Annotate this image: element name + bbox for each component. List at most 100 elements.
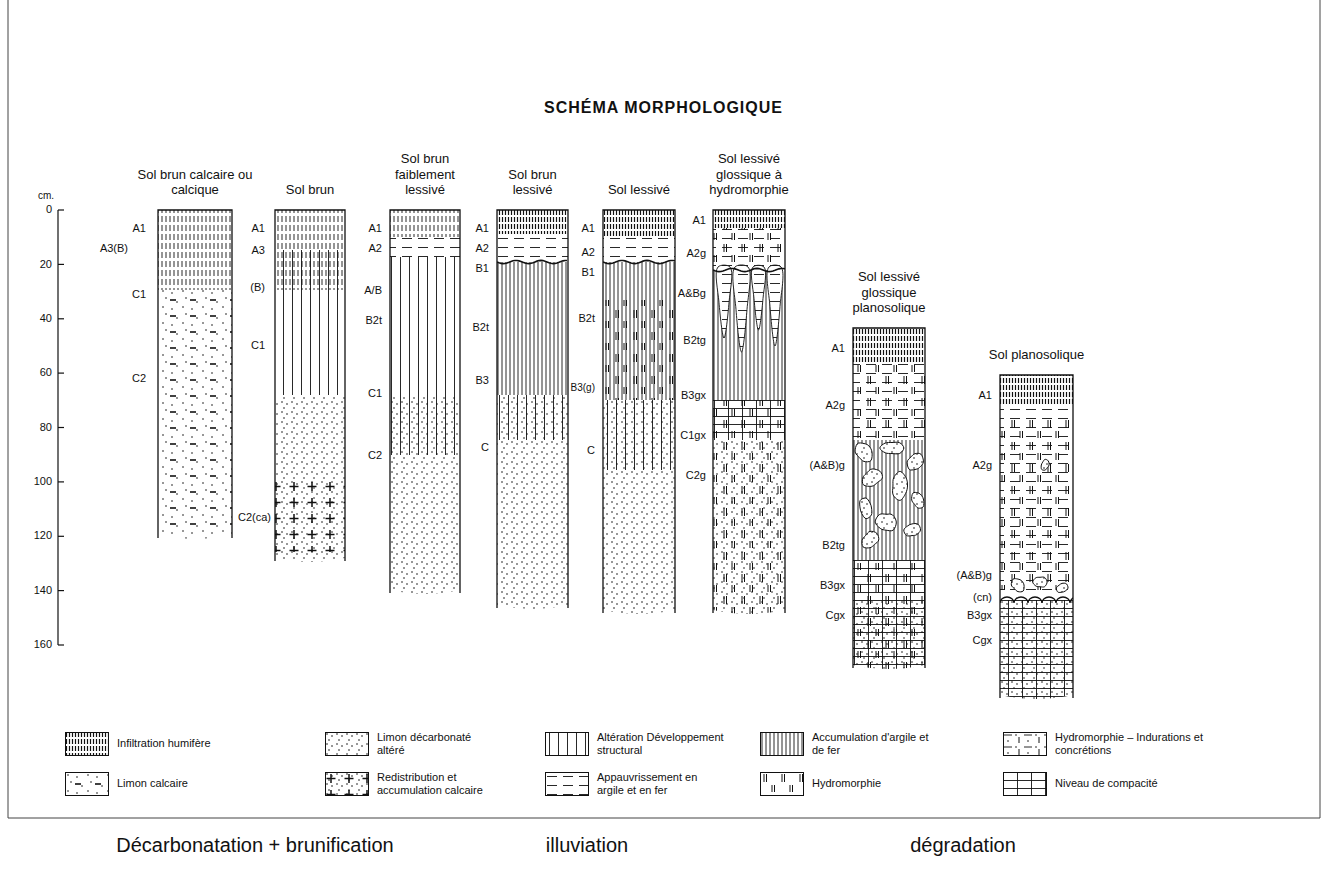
profile-heading: Sol brun calcaire ou calcique — [136, 167, 254, 198]
legend-pattern — [1004, 773, 1047, 796]
profile-heading-slot: Sol brun — [265, 182, 355, 198]
horizon-fill — [390, 395, 460, 455]
concretion-boundary — [1000, 597, 1084, 603]
horizon-fill — [1000, 405, 1073, 590]
horizon-label: B3gx — [681, 388, 706, 402]
horizon-label-slot: A1 — [832, 341, 845, 355]
soil-profile-column: Sol brun faiblement lessivéA1A2A/BB2tC1C… — [390, 210, 460, 590]
horizon-fills — [158, 210, 232, 545]
legend-swatch — [545, 732, 589, 756]
legend-pattern — [66, 733, 109, 756]
horizon-fill — [390, 237, 460, 257]
legend-item: Appauvrissement en argile et en fer — [545, 770, 723, 798]
label-slot: 140 — [34, 584, 52, 597]
horizon-label: (B) — [250, 280, 265, 294]
soil-profile-drawing — [158, 210, 232, 545]
glossic-tongue — [767, 265, 783, 346]
legend-pattern — [326, 773, 369, 796]
profile-heading-slot: Sol planosolique — [982, 347, 1092, 363]
horizon-label: A2 — [369, 241, 382, 255]
degraded-nodule-fill — [907, 453, 923, 470]
degraded-nodule-fill — [912, 492, 924, 508]
legend-text: Altération Développement structural — [597, 731, 737, 757]
horizon-fill — [853, 362, 925, 440]
profile-heading: Sol lessivé — [594, 182, 684, 198]
soil-profile-column: Sol lessivé glossique planosoliqueA1A2g(… — [853, 328, 925, 665]
soil-profile-column: Sol brun lessivéA1A2B1B2tB3C — [497, 210, 568, 605]
profile-heading-slot: Sol brun faiblement lessivé — [384, 151, 466, 198]
horizon-label-slot: C2(ca) — [238, 510, 271, 524]
horizon-label: A2 — [582, 245, 595, 259]
label-slot: 60 — [40, 366, 52, 379]
process-label: illuviation — [546, 833, 628, 857]
horizon-label: B2tg — [822, 538, 845, 552]
horizon-label-slot: B3(g) — [571, 381, 595, 395]
legend-item: Altération Développement structural — [545, 730, 737, 758]
column-outline — [603, 210, 675, 613]
soil-profile-drawing — [713, 210, 785, 620]
horizon-label: C1gx — [680, 428, 706, 442]
soil-columns — [158, 210, 1084, 705]
horizon-label-slot: C2 — [368, 448, 382, 462]
depth-scale-label: 20 — [40, 258, 52, 271]
horizon-label: A2g — [972, 458, 992, 472]
horizon-fill — [853, 328, 925, 362]
horizon-label: A1 — [133, 221, 146, 235]
horizon-label-slot: A1 — [979, 388, 992, 402]
horizon-fills — [497, 210, 568, 615]
degraded-nodule — [912, 492, 924, 508]
label-slot: 100 — [34, 475, 52, 488]
horizon-label-slot: B2tg — [683, 333, 706, 347]
process-label: Décarbonatation + brunification — [116, 833, 393, 857]
legend-item: Limon décarbonaté altéré — [325, 730, 489, 758]
horizon-fill — [497, 210, 568, 234]
column-outline — [158, 210, 232, 538]
horizon-label-slot: (A&B)g — [810, 458, 845, 472]
depth-scale-label: 160 — [34, 638, 52, 651]
glossic-tongue — [733, 265, 750, 352]
horizon-label: A1 — [582, 221, 595, 235]
degraded-nodule — [862, 469, 882, 486]
label-slot: 80 — [40, 421, 52, 434]
legend-swatch — [1003, 772, 1047, 796]
horizon-label: B2t — [578, 311, 595, 325]
horizon-label-slot: C1 — [368, 386, 382, 400]
depth-scale-label: 80 — [40, 421, 52, 434]
soil-profile-drawing — [497, 210, 568, 615]
legend-swatch — [65, 772, 109, 796]
horizon-label-slot: C1 — [251, 338, 265, 352]
depth-scale-label: 140 — [34, 584, 52, 597]
horizon-fill — [603, 400, 675, 470]
horizon-label-slot: A2g — [686, 246, 706, 260]
horizon-fill — [275, 395, 345, 568]
degraded-nodule — [880, 442, 904, 454]
horizon-fill — [603, 236, 675, 262]
legend-item: Infiltration humifère — [65, 730, 292, 758]
degraded-nodule-fill — [880, 442, 904, 454]
horizon-fill — [713, 400, 785, 620]
horizon-label: B2tg — [683, 333, 706, 347]
degraded-nodule — [1041, 459, 1049, 470]
horizon-label-slot: B3gx — [681, 388, 706, 402]
horizon-fills — [853, 328, 925, 675]
glossic-tongue-fill — [716, 265, 732, 338]
glossic-tongue-fill — [733, 265, 750, 352]
label-slot: illuviation — [546, 833, 628, 857]
horizon-label-slot: A2 — [582, 245, 595, 259]
horizon-label-slot: B3gx — [967, 608, 992, 622]
horizon-fill — [275, 478, 345, 552]
depth-scale-label: 0 — [46, 203, 52, 216]
degraded-nodule — [1033, 577, 1047, 587]
degraded-nodule-fill — [904, 524, 921, 536]
horizon-label-slot: A3 — [252, 243, 265, 257]
title-slot: SCHÉMA MORPHOLOGIQUE — [0, 99, 1327, 117]
legend-pattern — [761, 733, 804, 756]
horizon-fills — [1000, 375, 1084, 705]
horizon-label-slot: A&Bg — [678, 286, 706, 300]
horizon-fill — [853, 600, 925, 675]
depth-scale-label: cm. — [38, 190, 54, 202]
horizon-label: A1 — [369, 221, 382, 235]
horizon-label: A2 — [476, 241, 489, 255]
horizon-fill — [603, 300, 675, 400]
legend-item: Niveau de compacité — [1003, 770, 1275, 798]
